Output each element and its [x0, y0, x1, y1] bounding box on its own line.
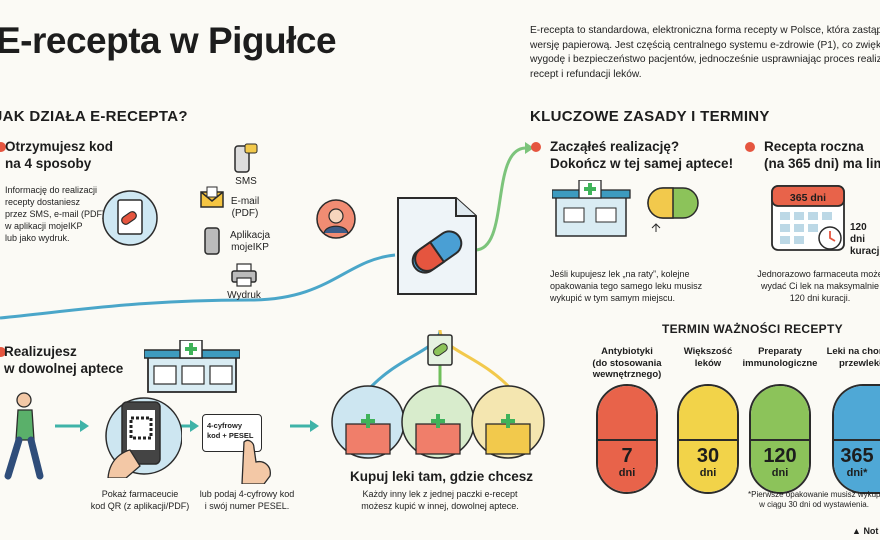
bullet-dot [745, 142, 755, 152]
qr-code-phone-icon[interactable] [100, 392, 182, 478]
bullet-dot [0, 142, 6, 152]
how-heading: JAK DZIAŁA E-RECEPTA? [0, 108, 188, 125]
validity-heading: TERMIN WAŻNOŚCI RECEPTY [662, 322, 843, 336]
pill-label-chronic: Leki na choroby przewlekłe [826, 346, 880, 369]
bullet-dot [0, 347, 6, 357]
channel-sms: SMS [235, 176, 257, 187]
channel-app: Aplikacja mojeIKP [229, 230, 271, 253]
validity-pill-7: 7 dni [596, 384, 658, 494]
validity-pill-365: 365 dni* [832, 384, 880, 494]
step3-desc: Każdy inny lek z jednej paczki e-recept … [361, 489, 519, 511]
qr-caption: Pokaż farmaceucie kod QR (z aplikacji/PD… [90, 489, 190, 511]
code-pesel-card: 4-cyfrowy kod + PESEL [202, 414, 262, 452]
same-pharmacy-icon [552, 180, 699, 237]
code-caption: lub podaj 4-cyfrowy kod i swój numer PES… [199, 489, 295, 511]
calendar-side-label: 120 dni kuracji [850, 222, 880, 257]
calendar-icon [771, 185, 845, 251]
avatar [316, 199, 356, 239]
rule2-desc: Jednorazowo farmaceuta może wydać Ci lek… [757, 269, 880, 303]
rules-heading: KLUCZOWE ZASADY I TERMINY [530, 108, 770, 125]
step1-desc: Informację do realizacji recepty dostani… [5, 185, 108, 243]
email-envelope-icon [200, 186, 224, 208]
page-title: E-recepta w Pigułce [0, 20, 337, 61]
app-phone-icon [204, 227, 220, 255]
pill-label-immuno: Preparaty immunologiczne [742, 346, 818, 369]
prescription-document-icon [102, 190, 158, 246]
pill-label-antibiotics: Antybiotyki (do stosowania wewnętrznego) [592, 346, 662, 380]
validity-pill-30: 30 dni [677, 384, 739, 494]
intro-text: E-recepta to standardowa, elektroniczna … [530, 25, 880, 80]
bullet-dot [531, 142, 541, 152]
hand-icon [241, 439, 271, 484]
brand-label: ▲ Not [852, 526, 879, 536]
step2-title: Realizujesz w dowolnej aptece [4, 344, 124, 376]
sms-phone-icon [234, 143, 258, 173]
calendar-label: 365 dni [789, 192, 827, 204]
channel-email: E-mail (PDF) [230, 196, 260, 219]
pharmacy-building-icon [144, 340, 240, 393]
three-pharmacies-icon [331, 385, 545, 459]
footnote: *Pierwsze opakowanie musisz wykupić w ci… [748, 490, 880, 509]
rule1-desc: Jeśli kupujesz lek „na raty”, kolejne op… [550, 269, 703, 303]
rule2-title: Recepta roczna (na 365 dni) ma limit [764, 139, 880, 171]
walking-person-icon [4, 392, 44, 480]
printer-icon [231, 263, 257, 287]
rule1-title: Zacząłeś realizację? Dokończ w tej samej… [550, 139, 734, 171]
brand-icon: ▲ [852, 526, 861, 536]
step3-title: Kupuj leki tam, gdzie chcesz [350, 469, 534, 484]
pill-label-most: Większość leków [683, 346, 733, 369]
channel-print: Wydruk [227, 290, 261, 301]
validity-pill-120: 120 dni [749, 384, 811, 494]
step1-title: Otrzymujesz kod na 4 sposoby [5, 139, 114, 171]
small-prescription-icon [427, 334, 453, 366]
central-prescription-icon [397, 197, 477, 295]
